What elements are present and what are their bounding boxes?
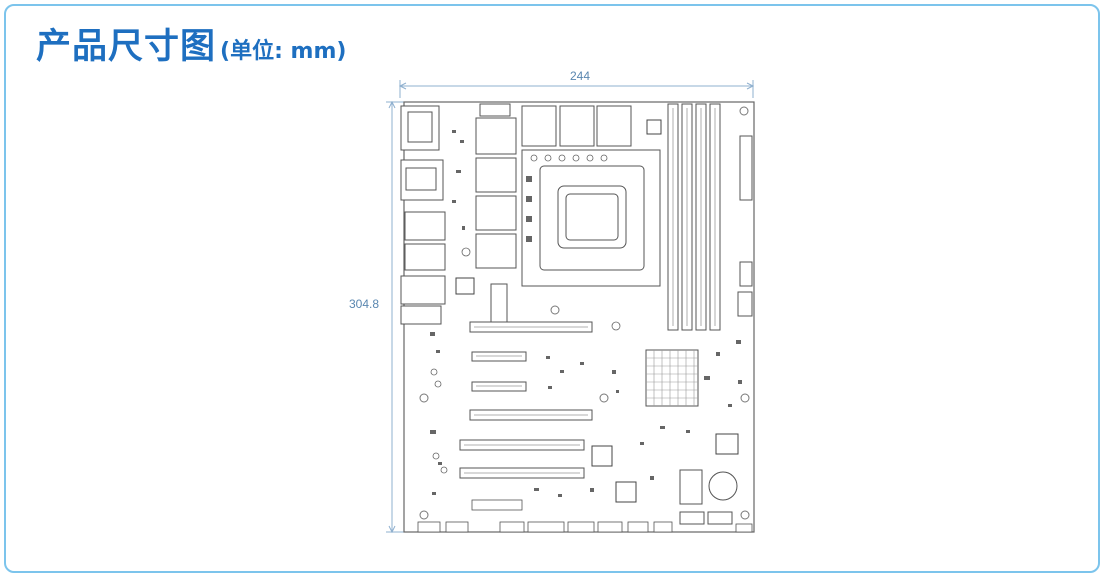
title-main: 产品尺寸图: [36, 27, 217, 67]
cpu-socket: [521, 149, 661, 287]
capacitors: [430, 154, 621, 474]
ic-chips: [455, 119, 739, 503]
bottom-headers: [417, 499, 753, 533]
small-components: [430, 130, 742, 497]
m2-slot: [490, 283, 508, 325]
motherboard-drawing: [386, 80, 755, 534]
title-unit: (单位: mm): [220, 39, 347, 64]
cmos-battery: [708, 471, 738, 501]
rear-io-ports: [400, 105, 446, 325]
width-dimension-line: [398, 80, 755, 98]
chipset-heatsink: [645, 349, 699, 407]
width-dimension-label: 244: [570, 69, 591, 83]
sata-ports: [679, 469, 733, 525]
height-dimension-label: 304.8: [349, 297, 380, 311]
atx-power-connector: [739, 135, 753, 201]
vrm-chokes: [475, 103, 632, 269]
page-title: 产品尺寸图(单位: mm): [36, 18, 346, 69]
